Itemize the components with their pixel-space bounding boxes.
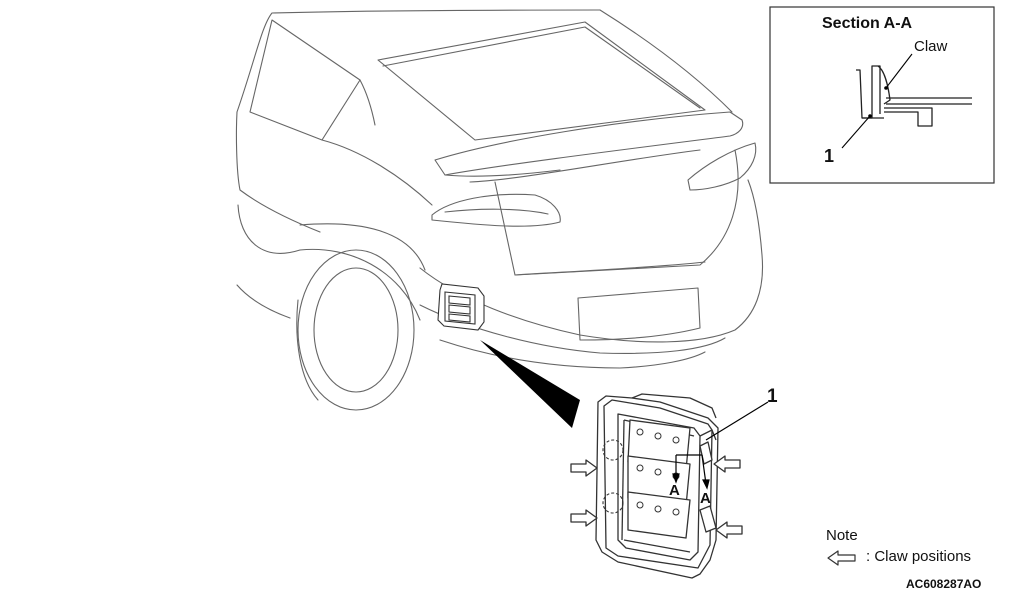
claw-position-markers xyxy=(602,439,624,514)
part-1-leader xyxy=(705,401,769,441)
note-title: Note xyxy=(826,527,858,544)
section-cut-label-left: A xyxy=(669,482,680,499)
claw-label: Claw xyxy=(914,38,948,55)
vent-panel-on-car xyxy=(437,283,485,331)
section-cut-label-right: A xyxy=(700,490,711,507)
hollow-arrow-icon xyxy=(827,550,856,566)
part-number-label: 1 xyxy=(767,386,778,407)
detail-callout-pointer xyxy=(480,340,580,428)
section-part-number: 1 xyxy=(824,146,835,166)
figure-code: AC608287AO xyxy=(906,577,982,591)
section-cut-marker xyxy=(672,454,710,490)
note-text: : Claw positions xyxy=(866,548,972,565)
section-title: Section A-A xyxy=(822,15,913,32)
vent-panel-detail xyxy=(595,393,719,579)
section-part-leader xyxy=(841,115,871,149)
slat-rivets xyxy=(636,428,680,516)
car-outline xyxy=(235,9,764,411)
claw-leader xyxy=(885,53,913,89)
section-view-frame xyxy=(769,6,995,184)
section-view-drawing xyxy=(856,65,972,127)
